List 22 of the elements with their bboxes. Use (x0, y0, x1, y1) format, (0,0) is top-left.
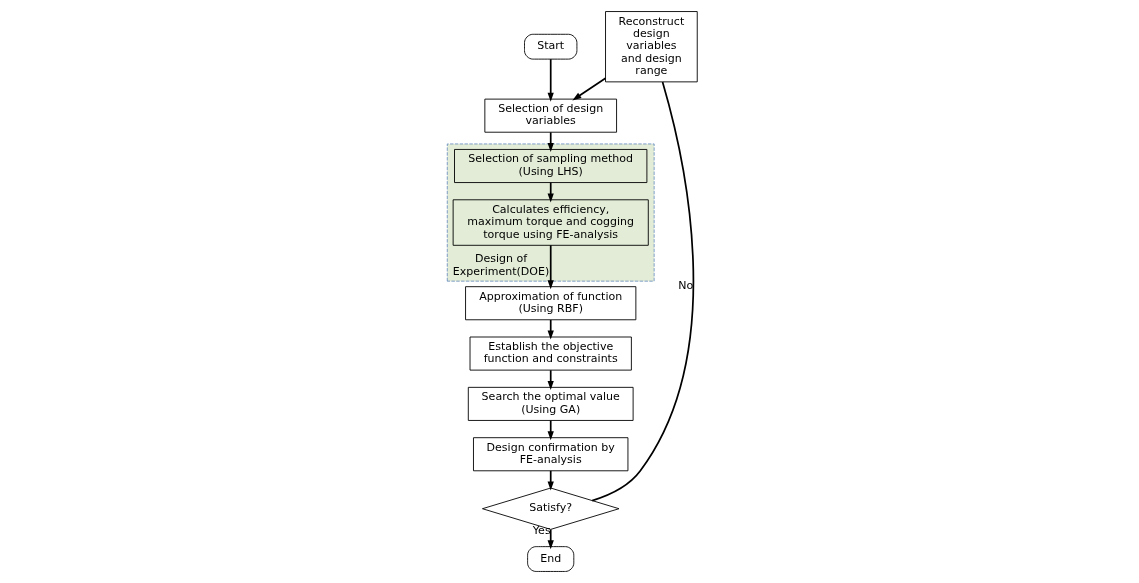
node-box: Selection of design variables (484, 98, 617, 133)
connector (591, 81, 694, 502)
node-box: End (527, 546, 575, 572)
arrow (547, 470, 554, 491)
arrow (547, 528, 554, 550)
arrow (547, 181, 554, 203)
arrow (547, 419, 554, 441)
edge-label: No (678, 279, 694, 293)
node-box: Approximation of function (Using RBF) (465, 286, 637, 321)
arrow (547, 319, 554, 340)
node-box: Selection of sampling method (Using LHS) (454, 149, 648, 183)
node-box: Design confirmation by FE-analysis (473, 437, 629, 472)
node-box: Search the optimal value (Using GA) (467, 386, 634, 421)
node-box: Establish the objective function and constraints (469, 336, 632, 371)
arrow (547, 244, 554, 290)
arrow (547, 131, 554, 152)
node-box: Start (524, 33, 578, 60)
arrow (547, 369, 554, 390)
arrow (547, 58, 554, 102)
node-box: Calculates efficiency, maximum torque and cogging torque using FE-analysis (452, 199, 649, 246)
node-box: Reconstruct design variables and design range (605, 11, 698, 83)
arrow (572, 77, 607, 101)
